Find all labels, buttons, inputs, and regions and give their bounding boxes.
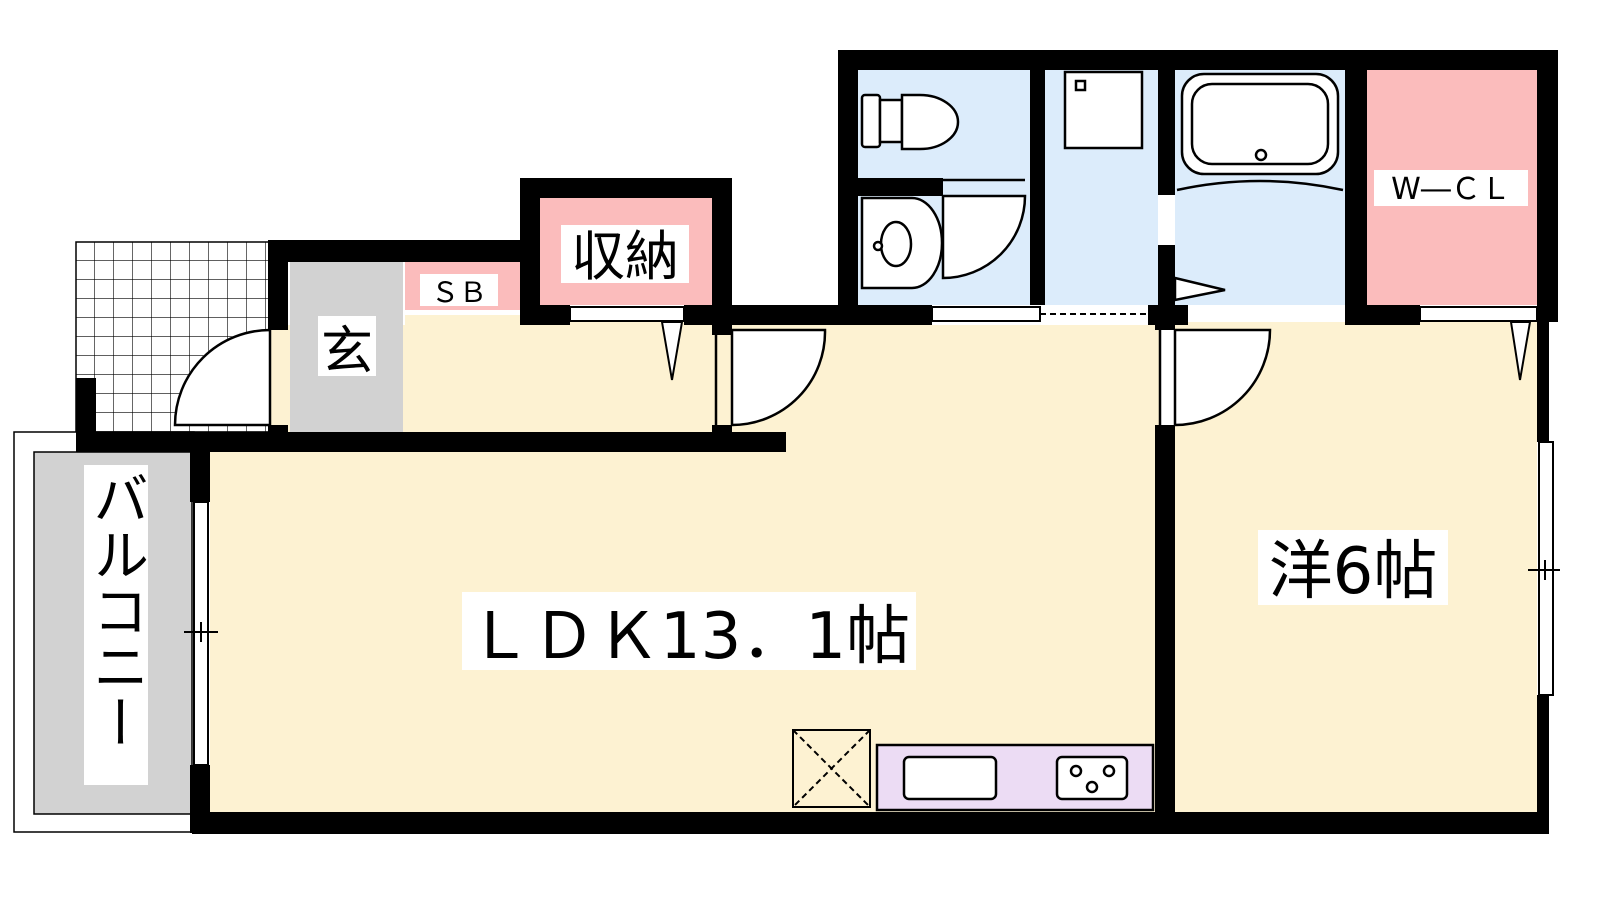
folding-door-marks [660, 321, 1532, 381]
toilet-icon [860, 93, 960, 151]
fridge-space-icon [792, 729, 871, 808]
sink-icon [860, 196, 944, 290]
shoe-box-label: ＳＢ [431, 276, 487, 309]
storage-label: 収納 [571, 225, 679, 288]
doors [173, 178, 1272, 427]
label-backgrounds [84, 170, 1528, 785]
walls [76, 50, 1558, 834]
bathtub-icon [1176, 72, 1344, 192]
kitchen-counter [875, 743, 1155, 812]
entrance-label: 玄 [321, 322, 373, 382]
western-room-label: 洋6帖 [1269, 535, 1438, 609]
balcony-label: バルコニー [84, 470, 149, 750]
walk-in-closet-label: W―ＣＬ [1391, 172, 1511, 207]
washing-machine-icon [1063, 70, 1144, 150]
ldk-label: ＬＤＫ13．1帖 [468, 600, 910, 674]
window-marks [184, 79, 1560, 642]
